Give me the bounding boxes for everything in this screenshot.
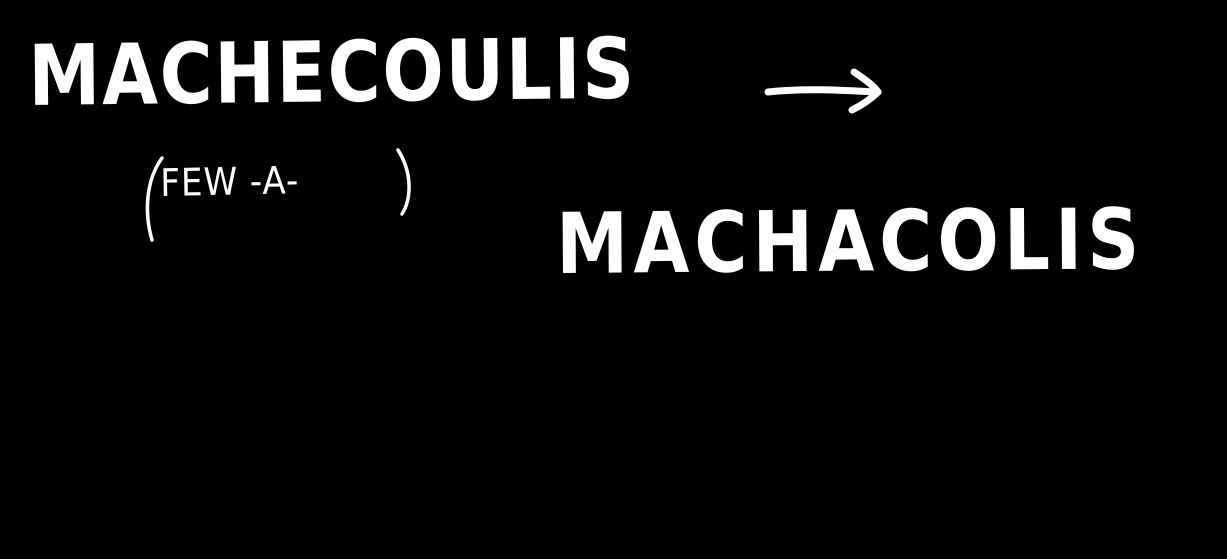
- original-word: MACHECOULIS: [27, 19, 637, 125]
- note-text: FEW -A-: [159, 158, 300, 205]
- right-arrow-icon: [764, 68, 882, 114]
- right-parenthesis-icon: [396, 148, 411, 216]
- annotation-note: FEW -A-: [138, 148, 428, 247]
- derived-word: MACHACOLIS: [555, 190, 1145, 293]
- left-parenthesis-icon: [145, 156, 164, 242]
